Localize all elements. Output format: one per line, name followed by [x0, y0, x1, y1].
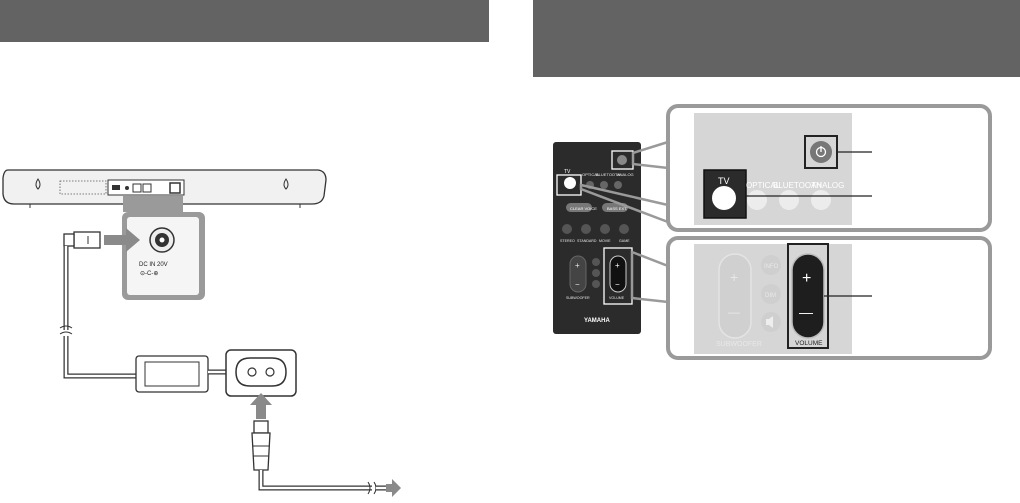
- remote-mute-button[interactable]: [592, 280, 600, 288]
- svg-text:BASS EXT.: BASS EXT.: [607, 206, 627, 211]
- zoom-subwoofer-rocker[interactable]: [718, 253, 752, 339]
- zoom-volume-label: VOLUME: [795, 340, 823, 347]
- svg-text:VOLUME: VOLUME: [609, 296, 625, 300]
- remote-clear-voice-button[interactable]: [566, 203, 592, 212]
- to-outlet-arrow-icon: [386, 479, 401, 497]
- remote-control: TV OPTICAL BLUETOOTH ANALOG CLEAR VOICE …: [553, 142, 641, 334]
- svg-text:DIM: DIM: [765, 293, 776, 299]
- remote-dim-button[interactable]: [592, 269, 600, 277]
- svg-text:+: +: [615, 261, 620, 270]
- remote-bluetooth-label: BLUETOOTH: [596, 172, 620, 177]
- remote-volume-rocker[interactable]: [609, 255, 627, 293]
- remote-movie-button[interactable]: [600, 224, 610, 234]
- zoom-analog-button[interactable]: [811, 190, 831, 210]
- zoom-volume-minus: —: [799, 304, 813, 320]
- insert-arrow-up-icon: [250, 393, 272, 419]
- zoom-analog-label: ANALOG: [811, 181, 844, 190]
- remote-optical-label: OPTICAL: [582, 172, 600, 177]
- zoom-volume-plus: +: [802, 270, 811, 287]
- remote-stereo-button[interactable]: [562, 224, 572, 234]
- zoom-panel-top: TV OPTICAL BLUETOOTH ANALOG: [666, 104, 992, 232]
- svg-text:−: −: [615, 280, 620, 289]
- svg-text:+: +: [575, 261, 580, 270]
- svg-text:STEREO: STEREO: [560, 239, 575, 243]
- port-icon: [112, 185, 120, 190]
- svg-text:STANDARD: STANDARD: [577, 239, 597, 243]
- zoom-optical-button[interactable]: [747, 190, 767, 210]
- ac-inlet: [225, 349, 297, 397]
- remote-tv-label: TV: [564, 169, 571, 175]
- remote-analog-label: ANALOG: [617, 172, 634, 177]
- vent-grille: [59, 180, 107, 195]
- remote-game-button[interactable]: [619, 224, 629, 234]
- zoom-bluetooth-button[interactable]: [779, 190, 799, 210]
- mute-icon: [766, 316, 773, 328]
- soundbar-rear: [2, 169, 327, 208]
- zoom-dim-button[interactable]: [761, 284, 781, 304]
- mounting-hole-left-icon: [35, 178, 41, 190]
- svg-text:MOVIE: MOVIE: [599, 239, 611, 243]
- remote-tv-button[interactable]: [564, 177, 576, 189]
- remote-brand-label: YAMAHA: [584, 318, 610, 324]
- remote-subwoofer-rocker[interactable]: [569, 255, 587, 293]
- svg-text:GAME: GAME: [619, 239, 630, 243]
- rear-panel: [107, 179, 185, 196]
- svg-text:−: −: [575, 280, 580, 289]
- jack-label: DC IN 20V: [139, 262, 168, 268]
- jack-callout: DC IN 20V ⊝-C-⊕: [122, 196, 205, 300]
- svg-text:CLEAR VOICE: CLEAR VOICE: [570, 206, 597, 211]
- zoom-subwoofer-label: SUBWOOFER: [716, 341, 762, 348]
- ac-plug: [251, 420, 271, 471]
- zoom-bluetooth-label: BLUETOOTH: [773, 181, 822, 190]
- remote-power-button[interactable]: [617, 155, 627, 165]
- zoom-subwoofer-minus: —: [728, 305, 740, 319]
- left-header-bar: [0, 0, 489, 42]
- zoom-volume-rocker[interactable]: [791, 253, 825, 339]
- right-header-bar: [533, 0, 1020, 77]
- svg-text:INFO: INFO: [764, 264, 779, 270]
- zoom-tv-label: TV: [718, 176, 730, 186]
- zoom-tv-button[interactable]: [712, 186, 736, 210]
- mounting-hole-right-icon: [283, 178, 289, 190]
- remote-info-button[interactable]: [592, 258, 600, 266]
- zoom-info-button[interactable]: [761, 255, 781, 275]
- svg-text:SUBWOOFER: SUBWOOFER: [566, 296, 590, 300]
- zoom-subwoofer-plus: +: [730, 269, 738, 285]
- remote-standard-button[interactable]: [581, 224, 591, 234]
- dc-in-jack-icon: [169, 182, 181, 194]
- zoom-optical-label: OPTICAL: [746, 181, 781, 190]
- power-adapter: [135, 355, 209, 393]
- insert-arrow-icon: [104, 228, 140, 252]
- polarity-label: ⊝-C-⊕: [140, 271, 158, 277]
- zoom-panel-bottom: + — SUBWOOFER INFO DIM + — VOLUME: [666, 236, 992, 360]
- dc-plug: [63, 231, 101, 249]
